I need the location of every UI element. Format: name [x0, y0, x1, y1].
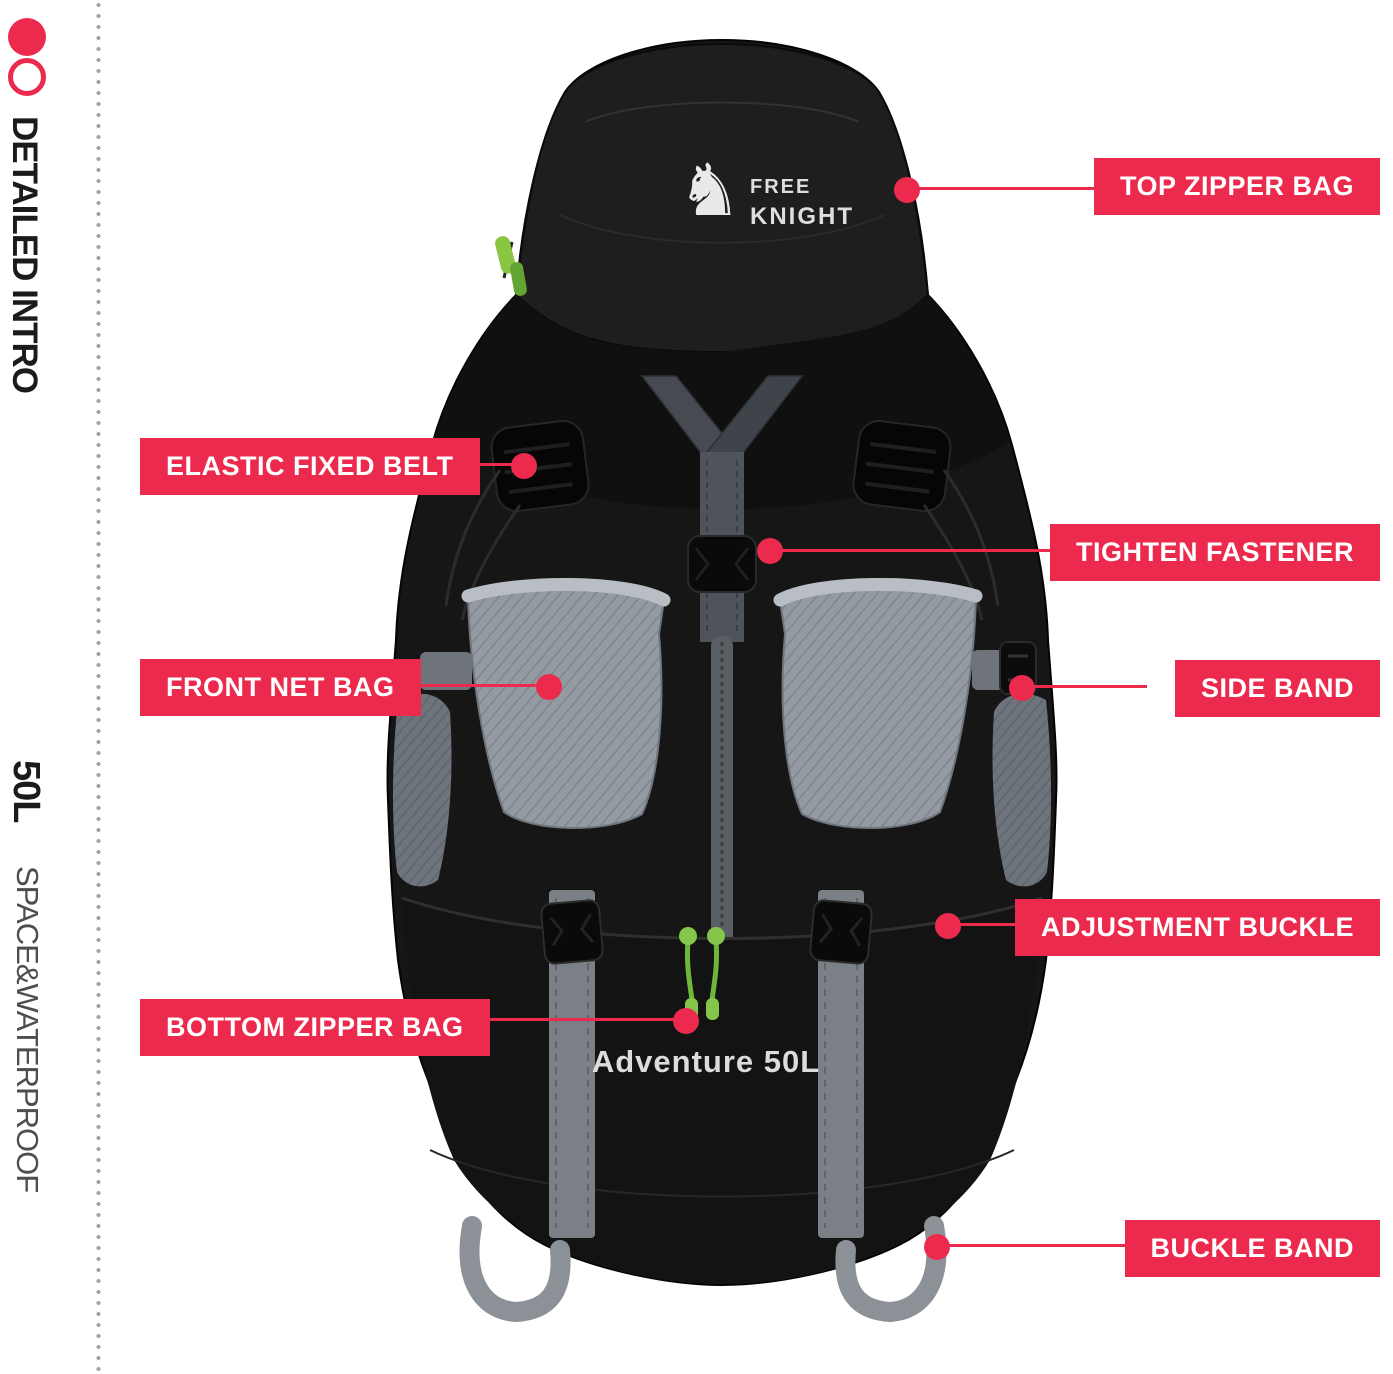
- callout-line: [1022, 685, 1147, 688]
- callout-dot: [673, 1008, 699, 1034]
- top-lid: [514, 42, 930, 354]
- callout-line: [907, 187, 1122, 190]
- bullet-filled-icon: [8, 18, 46, 56]
- bullet-outline-icon: [8, 58, 46, 96]
- side-pocket-right: [992, 693, 1052, 887]
- callout-line: [420, 1018, 688, 1021]
- bottom-zipper-pulls: [679, 927, 725, 1020]
- callout-label: ADJUSTMENT BUCKLE: [1014, 899, 1380, 956]
- callout-label: FRONT NET BAG: [140, 659, 421, 716]
- elastic-fixed-belt-right: [852, 419, 952, 513]
- callout-line: [770, 549, 1115, 552]
- bottom-strap-right: [809, 890, 873, 1238]
- bottom-seam-lower: [429, 1149, 1015, 1198]
- lid-seam-upper: [584, 101, 860, 123]
- front-net-bag-left: [461, 577, 671, 830]
- callout-dot: [536, 674, 562, 700]
- buckle-band-right: [835, 1216, 947, 1323]
- callout-dot: [935, 913, 961, 939]
- buckle-band-left: [459, 1216, 571, 1323]
- callout-dot: [511, 453, 537, 479]
- brand-logo: ♞ FREE KNIGHT: [677, 148, 854, 232]
- callout-dot: [894, 177, 920, 203]
- side-band-left: [420, 652, 472, 690]
- callout-dot: [924, 1234, 950, 1260]
- top-zipper-pulls: [495, 236, 527, 296]
- knight-icon: ♞: [677, 148, 742, 232]
- brand-text-top: FREE: [750, 176, 811, 198]
- adjustment-buckle-right: [809, 899, 873, 965]
- bottom-compartment: [402, 898, 1042, 1284]
- dotted-divider: [95, 0, 102, 1374]
- bottom-strap-left: [540, 890, 604, 1238]
- callout-label: TIGHTEN FASTENER: [1049, 524, 1380, 581]
- callout-dot: [757, 538, 783, 564]
- lid-seam-lower: [559, 214, 885, 244]
- callout-line: [385, 684, 550, 687]
- front-net-bag-right: [773, 577, 983, 830]
- callout-label: ELASTIC FIXED BELT: [140, 438, 480, 495]
- callout-label: TOP ZIPPER BAG: [1093, 158, 1380, 215]
- brand-text-bottom: KNIGHT: [750, 203, 854, 230]
- callout-label: BOTTOM ZIPPER BAG: [140, 999, 490, 1056]
- adjustment-buckle-left: [540, 899, 604, 965]
- tighten-fastener-buckle: [687, 535, 757, 593]
- callout-dot: [1009, 675, 1035, 701]
- model-text: Adventure 50L: [592, 1044, 820, 1079]
- capacity-label: 50L: [5, 760, 47, 823]
- side-pocket-left: [392, 693, 452, 887]
- callout-label: BUCKLE BAND: [1124, 1220, 1380, 1277]
- capacity-subtitle: SPACE&WATERPROOF: [10, 866, 45, 1193]
- tighten-fastener-yoke: [640, 375, 804, 642]
- bungee-cord-left: [444, 469, 522, 621]
- elastic-fixed-belt-left: [490, 419, 590, 513]
- callout-line: [937, 1244, 1142, 1247]
- bungee-cord-right: [922, 469, 1000, 621]
- section-title: DETAILED INTRO: [5, 116, 44, 394]
- callout-label: SIDE BAND: [1174, 660, 1380, 717]
